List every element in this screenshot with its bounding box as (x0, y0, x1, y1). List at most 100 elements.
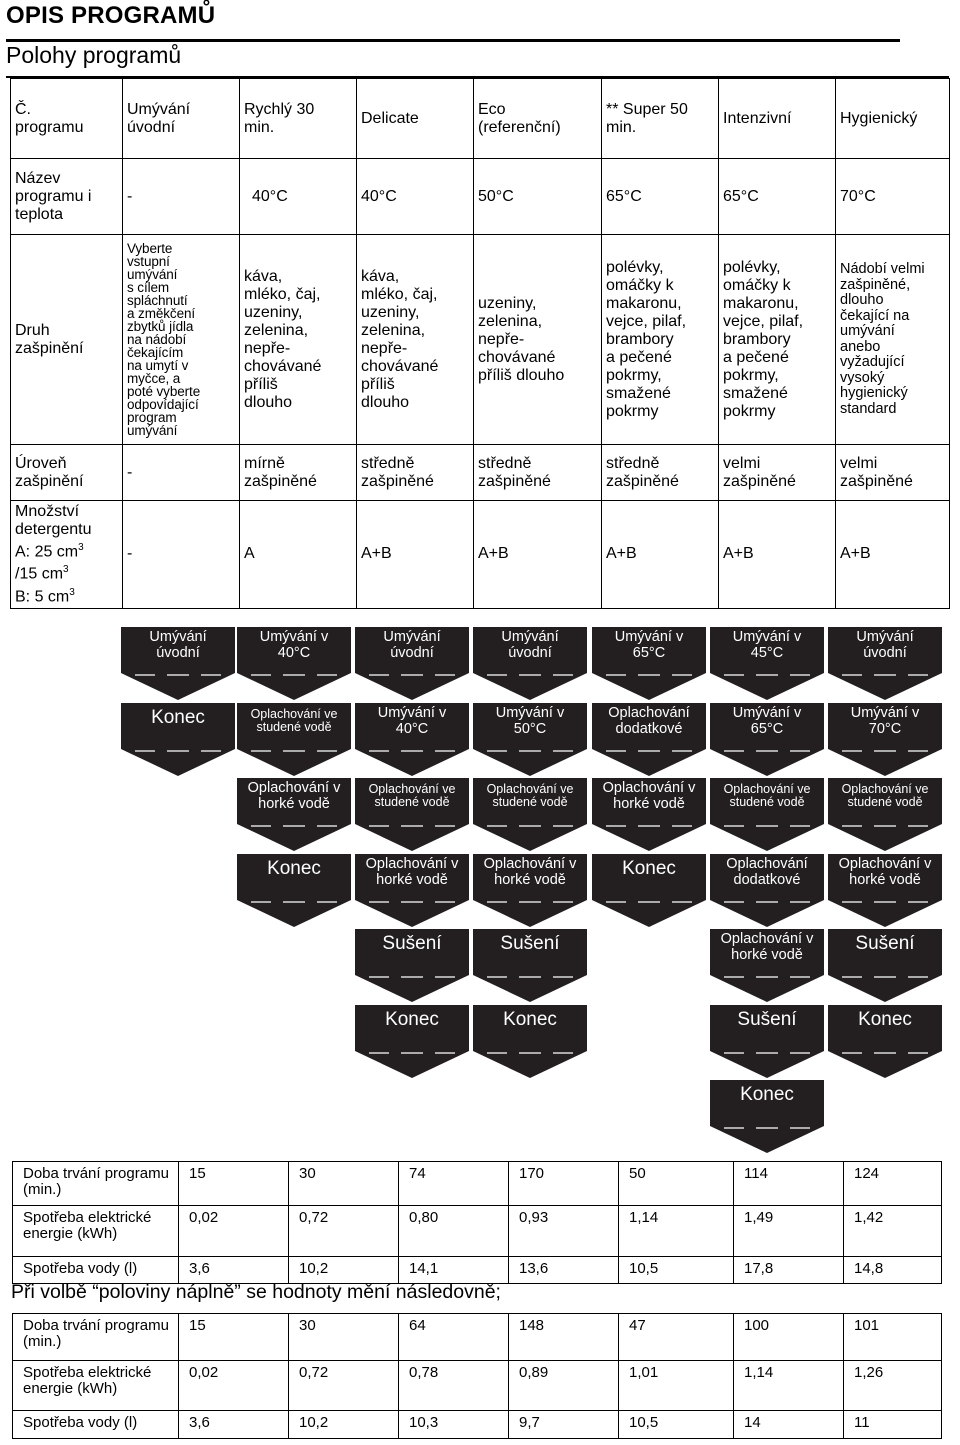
stats-value: 64 (398, 1313, 509, 1361)
subtitle-divider (6, 76, 949, 78)
row-label: Č. programu (10, 78, 123, 159)
row-label: Druh zašpinění (10, 234, 123, 445)
temperature-cell: 40°C (239, 158, 357, 235)
program-label: Eco (referenční) (478, 100, 561, 136)
temperature-value: - (127, 187, 133, 205)
stats-label-text: Spotřeba elektrické energie (kWh) (23, 1209, 152, 1242)
stats-value: 50 (618, 1161, 734, 1206)
flow-step-label: Umývání úvodní (383, 629, 441, 661)
row-label-text: A: 25 cm (15, 543, 79, 561)
title-divider (6, 39, 900, 42)
flow-arrow-shape (592, 702, 706, 776)
detergent-value: A+B (723, 545, 754, 563)
stats-value: 0,89 (508, 1360, 619, 1411)
detergent-value: A+B (606, 545, 637, 563)
program-label: Rychlý 30 min. (244, 100, 315, 136)
flow-arrow-shape (237, 627, 351, 700)
temperature-cell: 65°C (718, 158, 836, 235)
flow-arrow-shape (828, 627, 942, 700)
detergent-value: A (244, 545, 255, 563)
soil-level-text: středně zašpiněné (606, 454, 679, 490)
flow-step: Umývání v 65°C (710, 702, 824, 776)
stats-value: 114 (733, 1161, 844, 1206)
stats-value: 3,6 (178, 1256, 289, 1284)
flow-step-label: Oplachování v horké vodě (247, 780, 341, 812)
soil-level-cell: středně zašpiněné (356, 444, 474, 501)
flow-arrow-shape (237, 702, 351, 776)
flow-step-label: Konec (858, 1008, 912, 1030)
stats-value: 14 (733, 1410, 844, 1439)
row-label: Název programu i teplota (10, 158, 123, 235)
flow-step: Sušení (355, 929, 469, 1002)
flow-step-label: Umývání v 65°C (614, 629, 684, 661)
stats-value: 124 (843, 1161, 942, 1206)
stats-label-text: Spotřeba vody (l) (23, 1260, 138, 1277)
program-cell: Eco (referenční) (473, 78, 602, 159)
flow-step-label: Konec (503, 1008, 557, 1030)
flow-step: Oplachování v horké vodě (237, 778, 351, 851)
stats-value: 47 (618, 1313, 734, 1361)
flow-arrow-shape (828, 778, 942, 851)
flow-step: Oplachování ve studené vodě (473, 778, 587, 851)
row-label-text: /15 cm (15, 565, 64, 583)
flow-arrow-shape (592, 627, 706, 700)
row-label-text: Název programu i teplota (15, 169, 92, 223)
detergent-value: A+B (840, 545, 871, 563)
flow-step-label: Umývání úvodní (149, 629, 207, 661)
flow-step: Konec (473, 1004, 587, 1078)
stats-row: Spotřeba elektrické energie (kWh) 0,02 0… (12, 1205, 942, 1257)
stats-value: 10,5 (618, 1410, 734, 1439)
flow-step-label: Umývání v 40°C (259, 629, 329, 661)
stats-value: 10,3 (398, 1410, 509, 1439)
flow-step-label: Umývání úvodní (856, 629, 914, 661)
flow-step-label: Oplachování dodatkové (726, 855, 808, 888)
stats-label: Doba trvání programu (min.) (12, 1313, 179, 1361)
flow-arrow-shape (710, 702, 824, 776)
flow-step-label: Konec (151, 706, 205, 728)
soil-type-cell: Vyberte vstupní umývání s cílem spláchnu… (122, 234, 240, 445)
temperature-value: 65°C (606, 187, 642, 205)
stats-value: 0,02 (178, 1205, 289, 1257)
superscript: 3 (78, 542, 84, 553)
full-load-stats-table: Doba trvání programu (min.) 15 30 74 170… (12, 1161, 942, 1284)
stats-value: 1,49 (733, 1205, 844, 1257)
stats-value: 1,26 (843, 1360, 942, 1411)
detergent-value: - (127, 545, 133, 563)
row-label: Množství detergentu A: 25 cm3 /15 cm3 B:… (10, 500, 123, 609)
stats-label: Doba trvání programu (min.) (12, 1161, 179, 1206)
flow-step: Umývání v 50°C (473, 702, 587, 776)
soil-type-cell: uzeniny, zelenina, nepře- chovávané příl… (473, 234, 602, 445)
flow-arrow-shape (355, 1004, 469, 1078)
soil-type-text: polévky, omáčky k makaronu, vejce, pilaf… (723, 258, 804, 420)
temperature-cell: 40°C (356, 158, 474, 235)
soil-level-cell: - (122, 444, 240, 501)
soil-level-cell: velmi zašpiněné (835, 444, 950, 501)
flow-step-label: Sušení (855, 933, 915, 954)
soil-type-text: káva, mléko, čaj, uzeniny, zelenina, nep… (244, 267, 322, 411)
flow-arrow-shape (473, 778, 587, 851)
stats-value: 9,7 (508, 1410, 619, 1439)
soil-level-text: velmi zašpiněné (840, 454, 913, 490)
flow-step: Konec (710, 1080, 824, 1153)
detergent-value: A+B (361, 545, 392, 563)
stats-label-text: Spotřeba elektrické energie (kWh) (23, 1364, 152, 1397)
stats-label: Spotřeba elektrické energie (kWh) (12, 1360, 179, 1411)
flow-step-label: Sušení (500, 933, 560, 954)
stats-value: 14,8 (843, 1256, 942, 1284)
flow-step: Oplachování v horké vodě (592, 778, 706, 851)
temperature-cell: 70°C (835, 158, 950, 235)
stats-value: 10,5 (618, 1256, 734, 1284)
flow-step: Sušení (473, 929, 587, 1002)
flow-arrow-shape (592, 853, 706, 927)
program-cell: Intenzivní (718, 78, 836, 159)
program-cell: ** Super 50 min. (601, 78, 719, 159)
flow-step-label: Konec (267, 857, 321, 879)
stats-value: 0,78 (398, 1360, 509, 1411)
stats-label-text: Doba trvání programu (min.) (23, 1165, 169, 1198)
soil-level-text: - (127, 463, 133, 481)
stats-value: 1,14 (733, 1360, 844, 1411)
flow-arrow-shape (473, 853, 587, 927)
stats-value: 0,72 (288, 1360, 399, 1411)
flow-step-label: Umývání v 70°C (850, 704, 920, 737)
soil-level-cell: středně zašpiněné (473, 444, 602, 501)
